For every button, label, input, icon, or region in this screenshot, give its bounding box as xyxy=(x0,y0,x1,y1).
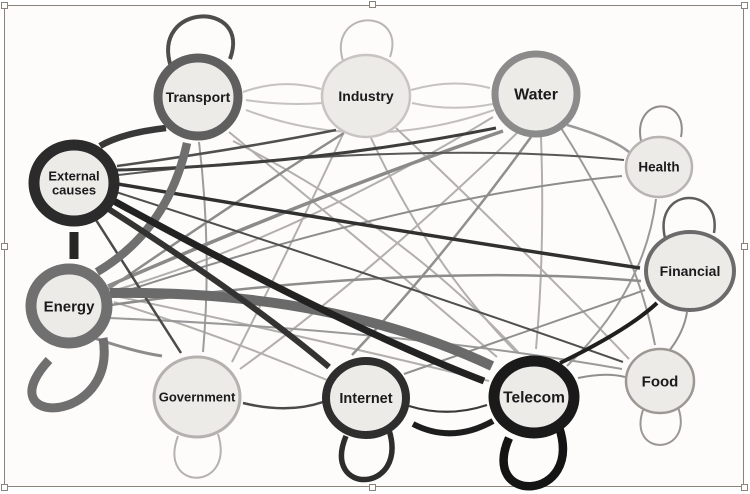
edge-energy-water xyxy=(107,129,504,288)
node-health: Health xyxy=(624,135,694,199)
edge-water-industry xyxy=(411,102,494,109)
node-label-water: Water xyxy=(514,87,558,104)
edge-telecom-health xyxy=(566,198,657,367)
node-circle-government xyxy=(152,355,242,439)
node-circle-transport xyxy=(153,53,243,141)
node-label-health: Health xyxy=(638,160,679,175)
edge-external-transport xyxy=(98,124,167,149)
selection-handle-bottom-right[interactable] xyxy=(741,484,748,491)
edge-loop-internet xyxy=(338,429,395,483)
edge-loop-food xyxy=(639,406,682,446)
edge-loop-government xyxy=(173,433,222,479)
node-label-energy: Energy xyxy=(44,298,96,315)
node-circle-financial xyxy=(644,230,736,312)
edge-external-telecom xyxy=(110,196,486,385)
node-water: Water xyxy=(491,50,581,138)
node-circle-health xyxy=(624,135,694,199)
edge-loop-health xyxy=(639,105,683,142)
edge-industry-government xyxy=(231,133,344,363)
edge-industry-telecom xyxy=(370,137,518,354)
edge-internet-energy xyxy=(113,301,328,381)
edge-industry-transport xyxy=(245,99,324,105)
node-circle-energy xyxy=(25,263,113,349)
node-circle-water xyxy=(491,50,581,138)
selection-handle-bottom-middle[interactable] xyxy=(369,484,376,491)
edge-loop-industry xyxy=(339,19,394,62)
node-food: Food xyxy=(624,347,696,415)
node-label-industry: Industry xyxy=(338,88,393,104)
node-industry: Industry xyxy=(320,53,412,139)
selection-handle-top-middle[interactable] xyxy=(369,1,376,8)
edge-energy-health xyxy=(109,175,623,297)
edge-water-telecom xyxy=(535,136,544,350)
node-label-financial: Financial xyxy=(660,263,721,279)
edge-external-water xyxy=(116,126,497,172)
edge-telecom-financial xyxy=(559,301,659,365)
edge-telecom-energy xyxy=(114,295,490,382)
edge-water-health xyxy=(566,123,630,153)
edge-transport-telecom xyxy=(228,131,498,358)
node-label-government: Government xyxy=(159,390,236,405)
node-internet: Internet xyxy=(322,357,410,439)
node-transport: Transport xyxy=(153,53,243,141)
edge-telecom-internet xyxy=(411,418,495,437)
node-circle-external xyxy=(28,139,120,227)
edge-water-government xyxy=(239,132,518,370)
edge-internet-government xyxy=(242,400,324,410)
selection-handle-top-left[interactable] xyxy=(1,2,8,9)
node-telecom: Telecom xyxy=(488,355,580,439)
node-label-telecom: Telecom xyxy=(503,389,565,406)
selection-handle-middle-right[interactable] xyxy=(741,243,748,250)
edge-telecom-food xyxy=(577,373,626,379)
edge-external-financial xyxy=(117,182,641,270)
edge-loop-energy xyxy=(27,337,109,413)
edge-industry-water xyxy=(410,82,491,91)
node-circle-industry xyxy=(320,53,412,139)
node-label-food: Food xyxy=(642,373,679,390)
edge-external-internet xyxy=(105,205,331,370)
edge-loop-telecom xyxy=(499,425,568,491)
edge-energy-transport xyxy=(94,142,192,276)
edge-loop-transport xyxy=(166,14,235,68)
selection-handle-top-right[interactable] xyxy=(741,2,748,9)
node-energy: Energy xyxy=(25,263,113,349)
edge-internet-telecom xyxy=(408,403,488,413)
edge-financial-food xyxy=(668,311,688,352)
edge-external-food xyxy=(115,191,624,363)
node-circle-internet xyxy=(322,357,410,439)
node-financial: Financial xyxy=(644,230,736,312)
node-label-internet: Internet xyxy=(339,391,392,407)
selection-handle-middle-left[interactable] xyxy=(1,243,8,250)
node-circle-food xyxy=(624,347,696,415)
node-government: Government xyxy=(152,355,242,439)
selection-handle-bottom-left[interactable] xyxy=(1,484,8,491)
edge-external-industry xyxy=(116,128,337,168)
edge-transport-industry xyxy=(242,83,322,93)
node-circle-telecom xyxy=(488,355,580,439)
edge-loop-financial xyxy=(662,196,716,239)
node-label-transport: Transport xyxy=(166,89,231,105)
